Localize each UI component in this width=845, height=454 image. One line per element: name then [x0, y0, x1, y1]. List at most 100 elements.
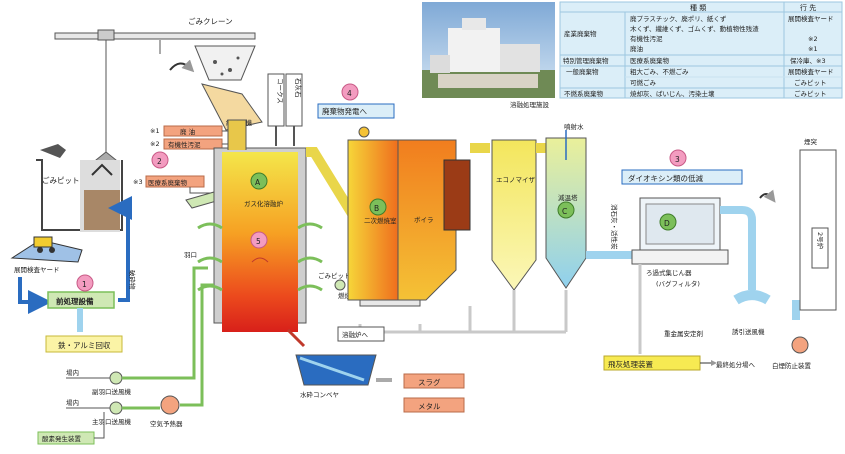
oxygen-label: 酸素発生装置 — [42, 434, 82, 443]
step-4-badge — [341, 83, 359, 101]
step-1-number: 1 — [82, 280, 87, 289]
table-cell-dest: ※1 — [808, 45, 818, 53]
final-disposal-label: 最終処分場へ — [716, 360, 756, 369]
melter-badge-a — [250, 172, 268, 190]
note-mark-3: ※3 — [133, 178, 143, 186]
melter-label: ガス化溶融炉 — [244, 199, 284, 208]
sub-fan-label: 副羽口送風機 — [92, 387, 132, 396]
note-mark-2: ※2 — [150, 140, 160, 148]
boiler-label: ボイラ — [414, 216, 434, 224]
bag-filter — [631, 197, 729, 265]
metal-label: メタル — [418, 402, 441, 411]
power-box — [317, 103, 395, 119]
step-2-badge — [151, 151, 169, 169]
indoor-2-label: 場内 — [66, 398, 79, 407]
water-conveyor — [295, 354, 377, 386]
bag-filter-sublabel: (バグフィルタ) — [656, 279, 700, 288]
sub-fan-icon — [109, 371, 123, 385]
table-cell-kind: 焼却灰、ばいじん、汚染土壌 — [630, 89, 715, 98]
pit-label: ごみピット — [42, 175, 80, 185]
table-cell-dest: ごみピット — [794, 89, 827, 98]
power-label: 廃棄物発電へ — [322, 106, 367, 116]
waste-pit-2-label: ごみピット — [318, 271, 351, 280]
step-4-number: 4 — [347, 89, 352, 98]
economizer — [491, 139, 537, 291]
photo-caption: 溶融処理施設 — [510, 100, 550, 109]
sludge-label: 有機性汚泥 — [168, 140, 201, 149]
bag-filter-label: ろ過式集じん器 — [646, 268, 692, 277]
chemicals-label: 消石灰・活性炭 — [610, 204, 619, 250]
limestone-label: 石灰石 — [294, 78, 303, 98]
cooling-letter: C — [562, 207, 567, 216]
stack-label: 煙突 — [804, 137, 818, 146]
main-fan-label: 主羽口送風機 — [92, 417, 132, 426]
feed-hopper — [194, 45, 263, 131]
stack — [799, 149, 837, 311]
crushed-label: 破砕物 — [128, 270, 137, 290]
heavy-metal-label: 重金属安定剤 — [664, 329, 703, 338]
slag-box — [403, 373, 465, 389]
induced-fan-label: 誘引送風機 — [732, 327, 765, 336]
white-smoke-label: 白煙防止装置 — [772, 361, 812, 370]
table-cell-kind: 有機性汚泥 — [630, 34, 663, 43]
tuyere-set — [197, 222, 323, 292]
pretreat-box: 前処理設備 — [47, 291, 115, 309]
secondary-letter: B — [374, 204, 379, 213]
pretreat-label: 前処理設備 — [56, 296, 94, 306]
boiler — [397, 139, 471, 301]
fan-icon — [334, 279, 346, 291]
melter-letter: A — [255, 178, 261, 187]
indoor-1-label: 場内 — [66, 368, 79, 377]
group-name: 特別管理廃棄物 — [563, 56, 609, 65]
waste-table: 種 類 行 先 産業廃棄物 特別管理廃棄物 一般廃棄物 不燃系廃棄物 廃プラスチ… — [559, 1, 843, 99]
group-name: 不燃系廃棄物 — [564, 89, 604, 98]
economizer-label: エコノマイザ — [496, 176, 536, 184]
cooling-badge-c — [557, 201, 575, 219]
medical-waste-label: 医療系廃棄物 — [148, 178, 188, 187]
table-header-dest: 行 先 — [800, 3, 816, 12]
bag-filter-badge-d — [659, 213, 677, 231]
table-cell-dest: ごみピット — [794, 78, 827, 87]
step-5-badge — [250, 231, 268, 249]
secondary-badge-b — [369, 198, 387, 216]
cooling-tower-label: 減温塔 — [558, 193, 578, 202]
preheater-label: 空気予熱器 — [150, 419, 183, 428]
generator-icon — [358, 126, 370, 138]
step-5-number: 5 — [256, 237, 261, 246]
step-2-number: 2 — [157, 157, 162, 166]
crane-label: ごみクレーン — [188, 16, 233, 26]
medical-waste-box — [145, 175, 205, 188]
water-conveyor-label: 水砕コンベヤ — [300, 390, 339, 399]
table-cell-dest: 保冷庫、※3 — [790, 56, 826, 65]
bulldozer-icon — [10, 236, 83, 263]
table-cell-kind: 廃油 — [630, 44, 643, 53]
coke-label: コークス — [276, 78, 284, 104]
slag-label: スラグ — [418, 377, 441, 387]
white-smoke-device — [791, 336, 809, 354]
facility-photo — [422, 2, 555, 98]
table-cell-kind: 可燃ごみ — [630, 78, 657, 87]
table-header-kind: 種 類 — [690, 3, 706, 12]
metal-recovery-box: 鉄・アルミ回収 — [45, 335, 123, 353]
metal-recovery-label: 鉄・アルミ回収 — [58, 340, 111, 350]
bag-filter-letter: D — [664, 219, 670, 228]
table-cell-dest: 展開検査ヤード — [788, 67, 834, 76]
table-cell-kind: 医療系廃棄物 — [630, 56, 670, 65]
dioxin-label: ダイオキシン類の低減 — [628, 173, 703, 183]
to-melter-box — [337, 326, 385, 342]
note-mark-1: ※1 — [150, 127, 160, 135]
preheater-icon — [160, 395, 180, 415]
waste-oil-label: 廃 油 — [180, 127, 195, 136]
group-name: 一般廃棄物 — [566, 67, 599, 76]
table-cell-dest: ※2 — [808, 35, 818, 43]
secondary-label: 二次燃焼室 — [364, 216, 397, 225]
dioxin-box — [621, 169, 743, 185]
table-cell-dest: 展開検査ヤード — [788, 14, 834, 23]
main-fan-icon — [109, 401, 123, 415]
table-cell-kind: 廃プラスチック、廃ポリ、紙くず — [630, 14, 727, 23]
gasification-melter — [213, 119, 307, 332]
table-cell-kind: 粗大ごみ、不燃ごみ — [630, 67, 689, 76]
metal-box — [403, 397, 465, 413]
spray-water-label: 噴射水 — [564, 122, 584, 131]
